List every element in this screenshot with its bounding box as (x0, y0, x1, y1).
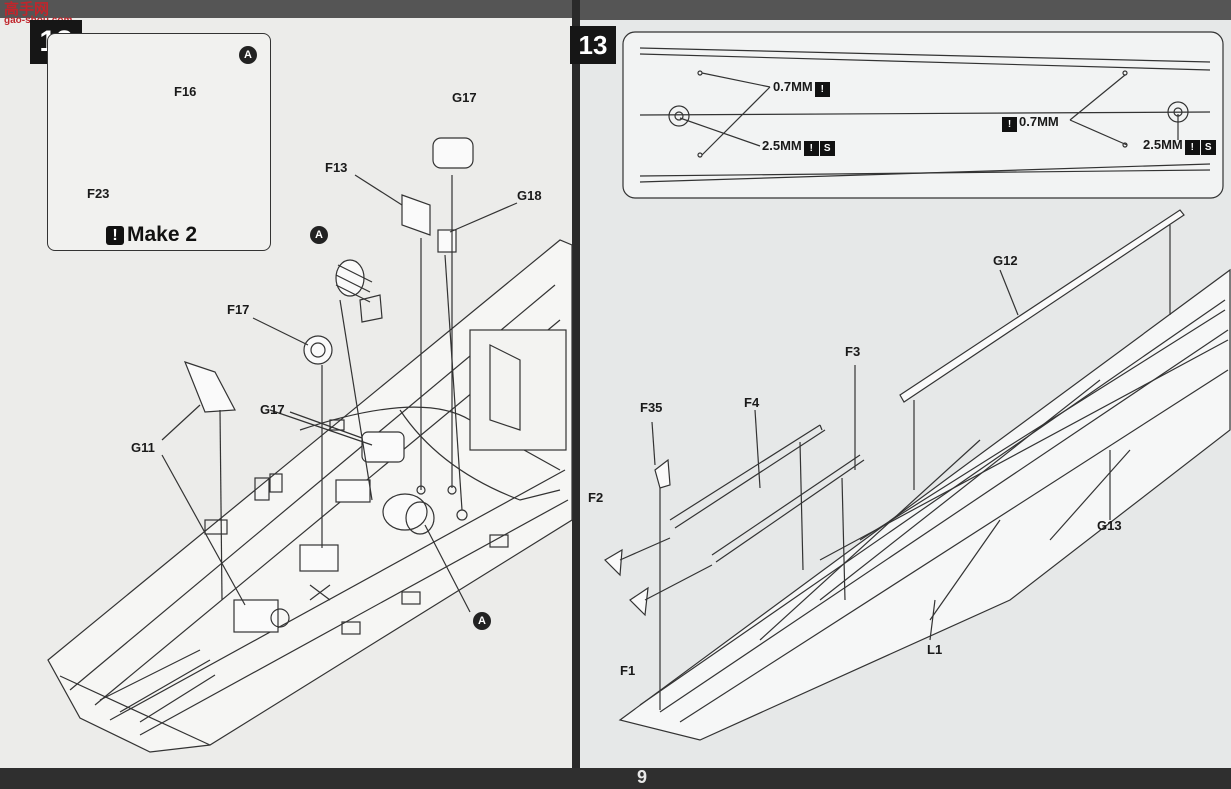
bottom-bar (0, 768, 1231, 789)
subassembly-inset (47, 33, 271, 251)
part-label-f35: F35 (640, 400, 663, 415)
drill-icon: ! (1184, 140, 1200, 155)
part-label-g18: G18 (517, 188, 542, 203)
make-quantity-note: !Make 2 (106, 223, 197, 247)
hole-label-bottom-left: 2.5MM!S (762, 138, 835, 156)
part-label-g11: G11 (131, 440, 155, 455)
part-label-f1: F1 (620, 663, 636, 678)
step-number-13: 13 (570, 26, 616, 64)
part-label-g17-mid: G17 (260, 402, 285, 417)
part-label-g17-top: G17 (452, 90, 477, 105)
drill-icon: ! (803, 141, 819, 156)
book-spine (572, 0, 580, 789)
drill-icon: ! (814, 82, 830, 97)
callout-a-upper: A (310, 226, 328, 244)
watermark-logo: 高手网 (4, 1, 50, 18)
callout-a-lower: A (473, 612, 491, 630)
part-label-f17: F17 (227, 302, 250, 317)
part-label-l1: L1 (927, 642, 943, 657)
hole-label-top-right: !0.7MM (1002, 114, 1059, 132)
page-number: 9 (636, 767, 647, 787)
part-label-f16: F16 (174, 84, 197, 99)
hole-size-text: 0.7MM (1019, 114, 1059, 129)
part-label-f23: F23 (87, 186, 110, 201)
hole-label-top-left: 0.7MM! (773, 79, 830, 97)
hole-size-text: 2.5MM (1143, 137, 1183, 152)
glue-icon: S (1200, 140, 1216, 155)
hole-label-bottom-right: 2.5MM!S (1143, 137, 1216, 155)
part-label-g12: G12 (993, 253, 1018, 268)
part-label-f3: F3 (845, 344, 861, 359)
callout-a-inset: A (239, 46, 257, 64)
top-edge (0, 0, 1231, 20)
warning-icon: ! (106, 226, 124, 245)
drill-icon: ! (1002, 117, 1017, 132)
hole-size-text: 0.7MM (773, 79, 813, 94)
part-label-f13: F13 (325, 160, 348, 175)
make-text: Make 2 (127, 223, 198, 246)
hole-size-text: 2.5MM (762, 138, 802, 153)
glue-icon: S (819, 141, 835, 156)
part-label-f4: F4 (744, 395, 760, 410)
part-label-f2: F2 (588, 490, 604, 505)
part-label-g13: G13 (1097, 518, 1122, 533)
